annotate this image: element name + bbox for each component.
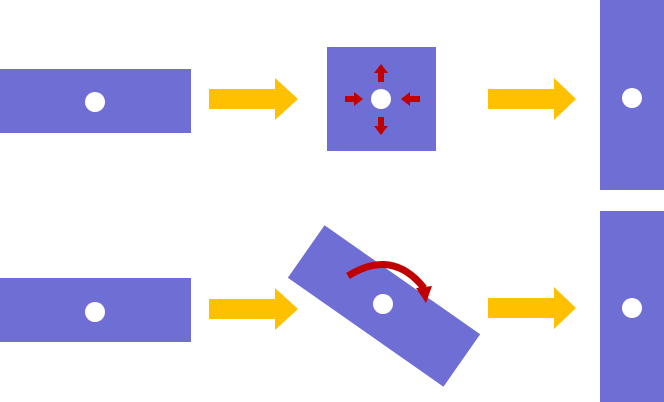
pivot-dot-icon bbox=[622, 88, 642, 108]
row-rotate bbox=[0, 211, 664, 402]
arrow-left-icon bbox=[401, 92, 420, 106]
right-arrow-icon bbox=[209, 78, 298, 120]
arrow-up-icon bbox=[374, 64, 388, 82]
pivot-dot-icon bbox=[85, 92, 105, 112]
pivot-dot-icon bbox=[373, 294, 393, 314]
pivot-dot-icon bbox=[85, 302, 105, 322]
right-arrow-icon bbox=[488, 78, 576, 120]
row-scale bbox=[0, 0, 664, 190]
pivot-dot-icon bbox=[371, 89, 391, 109]
four-way-expand-icon bbox=[345, 64, 420, 135]
right-arrow-icon bbox=[488, 287, 576, 329]
curved-rotate-arrow-icon bbox=[346, 260, 432, 303]
arrow-down-icon bbox=[374, 117, 388, 135]
arrow-right-icon bbox=[345, 92, 363, 106]
right-arrow-icon bbox=[209, 288, 298, 330]
pivot-dot-icon bbox=[622, 298, 642, 318]
